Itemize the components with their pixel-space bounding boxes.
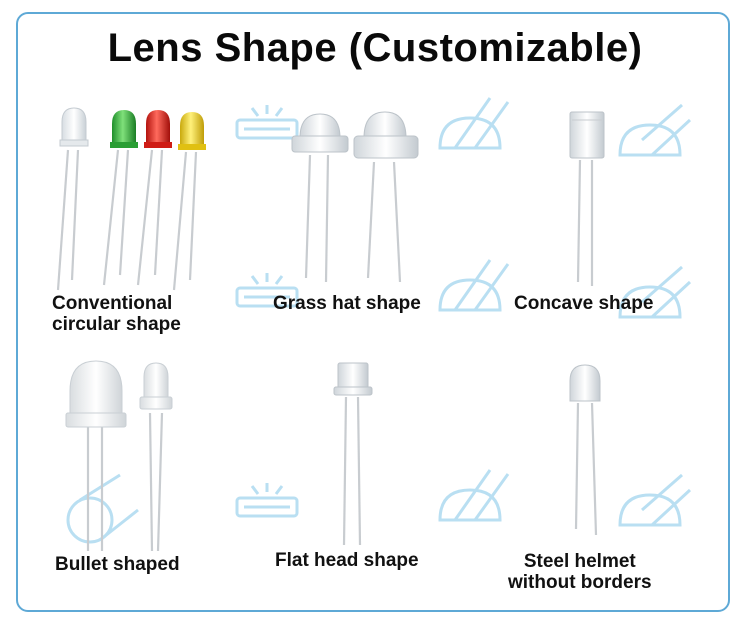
watermark-led-icon [618, 473, 692, 527]
watermark-led-icon [438, 97, 510, 150]
shape-label: Steel helmet without borders [508, 551, 652, 593]
watermark-led-icon [66, 473, 139, 544]
shape-label: Flat head shape [275, 550, 419, 571]
watermark-led-icon [235, 483, 299, 518]
shape-label: Concave shape [514, 293, 654, 314]
concave-led-image [569, 111, 605, 286]
shape-cell-steel-helmet: Steel helmet without borders [500, 355, 700, 595]
watermark-led-icon [235, 105, 299, 140]
flat-head-led-image [333, 362, 373, 546]
red-led-icon [144, 110, 172, 148]
yellow-led-icon [178, 112, 206, 150]
watermark-led-icon [438, 469, 510, 522]
steel-helmet-led-image [569, 364, 601, 536]
shape-cell-conventional: Conventional circular shape [40, 100, 220, 340]
watermark-led-icon [618, 103, 692, 157]
shape-label: Grass hat shape [273, 293, 421, 314]
shape-label: Conventional circular shape [52, 293, 181, 335]
shape-cell-grass-hat: Grass hat shape [270, 100, 470, 340]
shape-cell-bullet: Bullet shaped [40, 355, 220, 585]
page-title: Lens Shape (Customizable) [107, 26, 643, 70]
bullet-led-image [65, 360, 173, 552]
watermark-led-icon [618, 265, 692, 319]
straw-hat-led-image [291, 111, 419, 283]
shape-label: Bullet shaped [55, 554, 180, 575]
round-led-group-image [56, 107, 206, 291]
shape-cell-flat-head: Flat head shape [270, 355, 470, 585]
watermark-led-icon [235, 273, 299, 308]
watermark-led-icon [438, 259, 510, 312]
white-led-icon [59, 107, 89, 147]
green-led-icon [110, 110, 138, 148]
shape-cell-concave: Concave shape [510, 100, 680, 340]
